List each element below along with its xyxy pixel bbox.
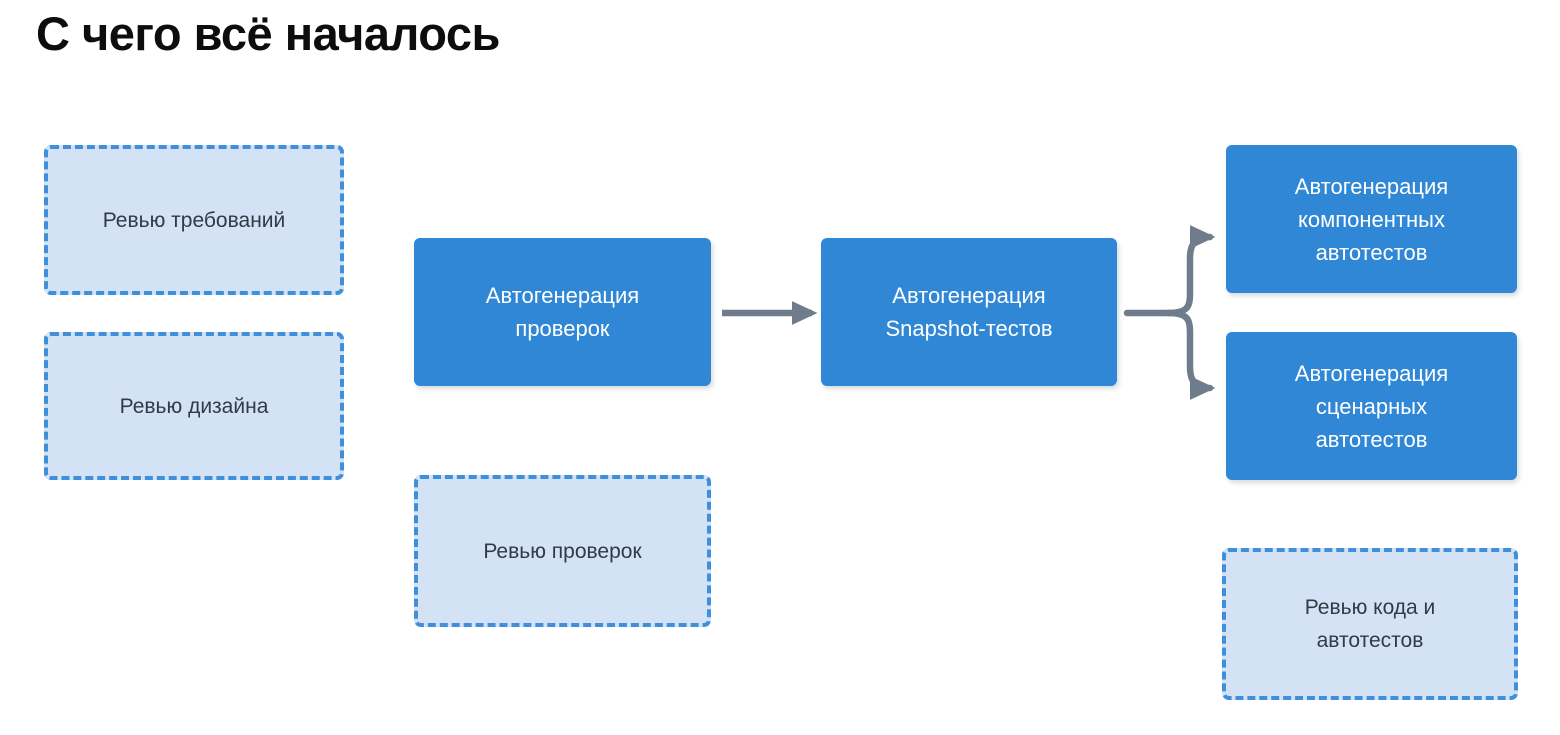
- connector-snapshot-to-component: [1164, 224, 1216, 317]
- node-review-checks-label: Ревью проверок: [483, 539, 642, 563]
- node-autogen-scenario-label: Автогенерация сценарных автотестов: [1294, 360, 1449, 452]
- node-review-design[interactable]: Ревью дизайна: [44, 332, 344, 480]
- connector-snapshot-to-scenario: [1164, 309, 1216, 401]
- node-review-design-label: Ревью дизайна: [119, 394, 269, 418]
- node-autogen-checks-label: Автогенерация проверок: [485, 283, 640, 341]
- node-review-checks[interactable]: Ревью проверок: [414, 475, 711, 627]
- node-autogen-component-label: Автогенерация компонентных автотестов: [1294, 173, 1449, 265]
- node-review-requirements-label: Ревью требований: [102, 208, 286, 232]
- node-review-code-label: Ревью кода и автотестов: [1304, 596, 1436, 652]
- node-autogen-component[interactable]: Автогенерация компонентных автотестов: [1226, 145, 1517, 293]
- page-title: С чего всё началось: [36, 7, 500, 60]
- node-review-code[interactable]: Ревью кода и автотестов: [1222, 548, 1518, 700]
- node-autogen-checks[interactable]: Автогенерация проверок: [414, 238, 711, 386]
- node-autogen-scenario[interactable]: Автогенерация сценарных автотестов: [1226, 332, 1517, 480]
- node-autogen-snapshot[interactable]: Автогенерация Snapshot-тестов: [821, 238, 1117, 386]
- node-autogen-snapshot-label: Автогенерация Snapshot-тестов: [885, 283, 1053, 341]
- node-review-requirements[interactable]: Ревью требований: [44, 145, 344, 295]
